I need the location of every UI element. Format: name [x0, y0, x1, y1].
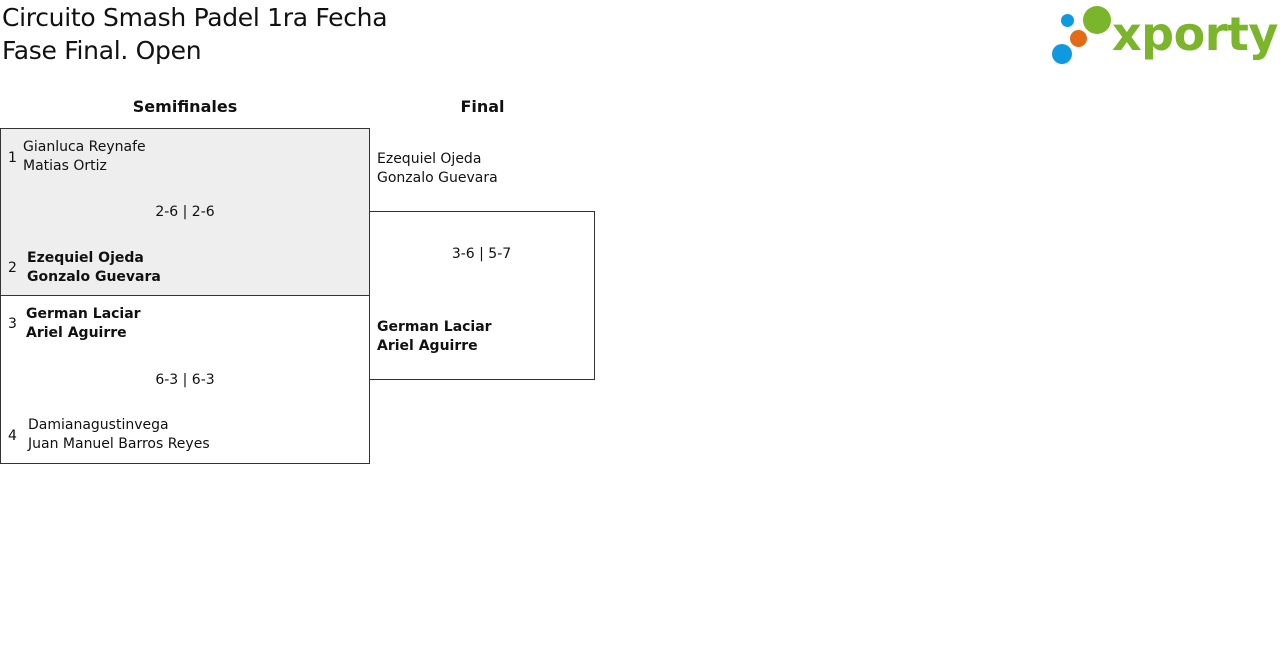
final-match[interactable]: 3-6 | 5-7 German Laciar Ariel Aguirre	[369, 211, 595, 380]
logo-dot-blue	[1052, 44, 1072, 64]
final-team-bottom-winner: German Laciar Ariel Aguirre	[377, 318, 492, 356]
seed-number: 3	[8, 316, 17, 332]
seed-number: 2	[8, 260, 17, 276]
final-team-top: Ezequiel Ojeda Gonzalo Guevara	[377, 150, 498, 188]
team-entry-winner: Ezequiel Ojeda Gonzalo Guevara	[27, 249, 161, 287]
player-name: Gianluca Reynafe	[23, 139, 146, 155]
logo-text: xporty	[1112, 7, 1278, 61]
semifinal-match-1[interactable]: 1 Gianluca Reynafe Matias Ortiz 2-6 | 2-…	[0, 128, 370, 296]
tournament-title: Circuito Smash Padel 1ra Fecha	[2, 3, 388, 32]
player-name: Damianagustinvega	[28, 417, 169, 433]
player-name: German Laciar	[26, 306, 141, 322]
player-name: German Laciar	[377, 319, 492, 335]
match-score: 6-3 | 6-3	[155, 372, 215, 388]
player-name: Ariel Aguirre	[26, 325, 127, 341]
player-name: Ezequiel Ojeda	[377, 151, 482, 167]
xporty-logo[interactable]: xporty	[1050, 4, 1278, 66]
match-score: 2-6 | 2-6	[155, 204, 215, 220]
player-name: Matias Ortiz	[23, 158, 107, 174]
semifinals-heading: Semifinales	[132, 97, 238, 116]
player-name: Juan Manuel Barros Reyes	[28, 436, 210, 452]
player-name: Gonzalo Guevara	[27, 269, 161, 285]
seed-number: 1	[8, 150, 17, 166]
player-name: Ezequiel Ojeda	[27, 250, 144, 266]
match-score: 3-6 | 5-7	[451, 246, 512, 262]
team-entry-winner: German Laciar Ariel Aguirre	[26, 305, 141, 343]
semifinal-match-2[interactable]: 3 German Laciar Ariel Aguirre 6-3 | 6-3 …	[0, 295, 370, 464]
seed-number: 4	[8, 428, 17, 444]
final-heading: Final	[460, 97, 505, 116]
stage-title: Fase Final. Open	[2, 36, 202, 65]
player-name: Gonzalo Guevara	[377, 170, 498, 186]
logo-dot-blue-small	[1061, 14, 1074, 27]
team-entry: Gianluca Reynafe Matias Ortiz	[23, 138, 146, 176]
page-title: Circuito Smash Padel 1ra Fecha Fase Fina…	[2, 1, 388, 67]
player-name: Ariel Aguirre	[377, 338, 478, 354]
logo-dot-orange	[1070, 30, 1087, 47]
logo-dot-green	[1083, 6, 1111, 34]
team-entry: Damianagustinvega Juan Manuel Barros Rey…	[28, 416, 210, 454]
